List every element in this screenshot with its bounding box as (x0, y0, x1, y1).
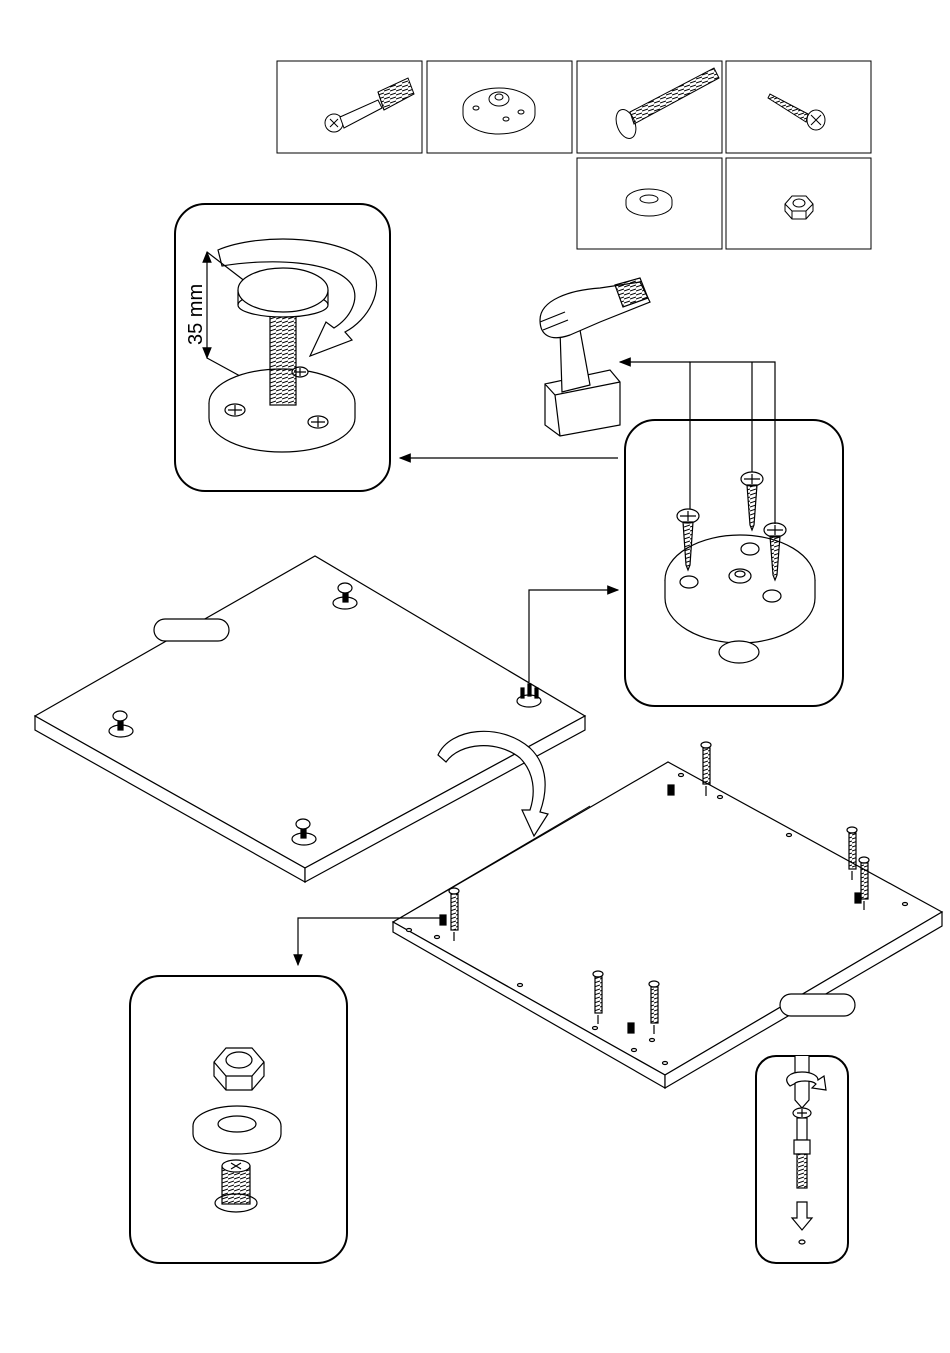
washer-icon (626, 189, 672, 216)
cordless-drill-icon (540, 278, 650, 436)
connector-arrow (529, 590, 618, 682)
detail-cam-bolt-insert (756, 1056, 848, 1263)
part-box-cam-bolt (277, 61, 422, 153)
screw-head-icon (225, 404, 245, 416)
threaded-insert-icon (855, 893, 861, 903)
part-box-washer (577, 158, 722, 249)
detail-leg-height: 35 mm (175, 204, 390, 491)
detail-plate-screws (620, 362, 843, 706)
part-box-wood-screw (726, 61, 871, 153)
hex-nut-icon (785, 196, 813, 219)
bottom-panel (393, 742, 942, 1088)
leg-plate-icon (517, 684, 541, 707)
leg-plate-icon (463, 88, 535, 134)
part-box-threaded-bolt (577, 61, 722, 153)
top-panel (35, 556, 585, 882)
washer-icon (193, 1106, 281, 1154)
part-box-leg-plate (427, 61, 572, 153)
threaded-insert-icon (440, 915, 446, 925)
threaded-insert-icon (668, 785, 674, 795)
measurement-label: 35 mm (185, 284, 207, 345)
threaded-insert-icon (628, 1023, 634, 1033)
hex-nut-icon (214, 1048, 264, 1090)
screw-head-icon (308, 416, 328, 428)
detail-nut-washer (130, 976, 347, 1263)
part-box-hex-nut (726, 158, 871, 249)
